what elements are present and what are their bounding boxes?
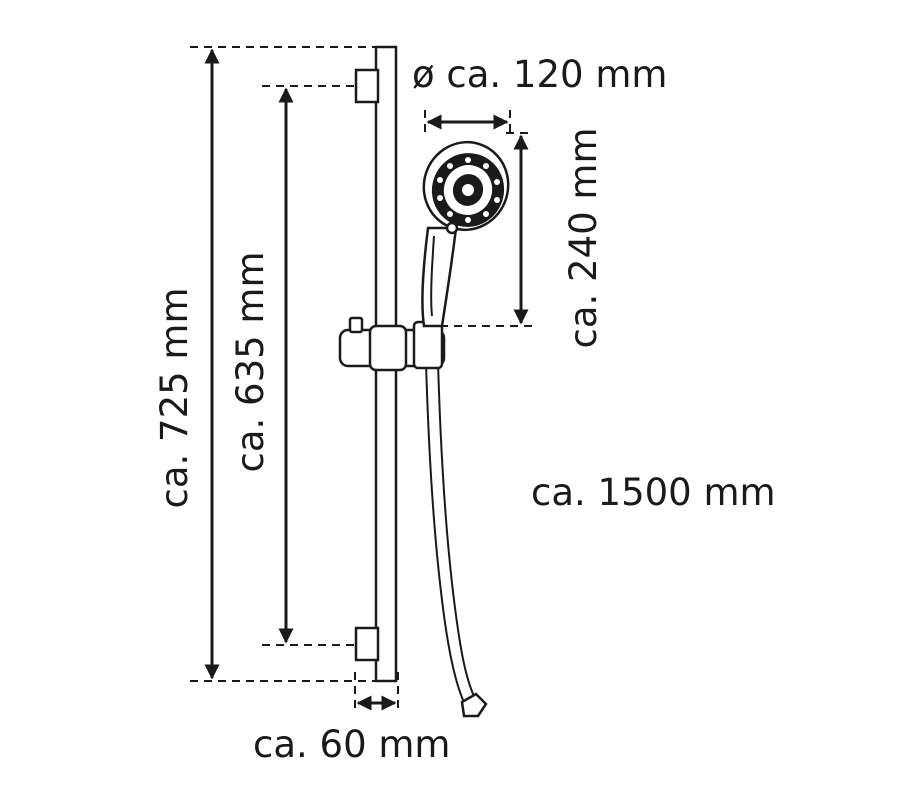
total-height-label: ca. 725 mm — [153, 287, 196, 508]
hose-length-label: ca. 1500 mm — [531, 471, 776, 514]
head-diameter-label: ø ca. 120 mm — [412, 53, 667, 96]
bottom-wall-bracket — [354, 626, 380, 662]
shower-handle — [421, 226, 458, 328]
shower-hose — [425, 361, 488, 718]
hose-nut — [460, 692, 488, 718]
hole-distance-label: ca. 635 mm — [229, 251, 272, 472]
wall-distance-label: ca. 60 mm — [253, 723, 450, 766]
slider-holder — [338, 316, 446, 372]
hand-shower — [421, 140, 510, 328]
handle-length-label: ca. 240 mm — [562, 127, 605, 348]
dimension-arrows — [204, 48, 529, 711]
top-wall-bracket — [354, 68, 380, 104]
spray-nozzles — [437, 157, 500, 223]
reference-lines — [190, 46, 532, 710]
